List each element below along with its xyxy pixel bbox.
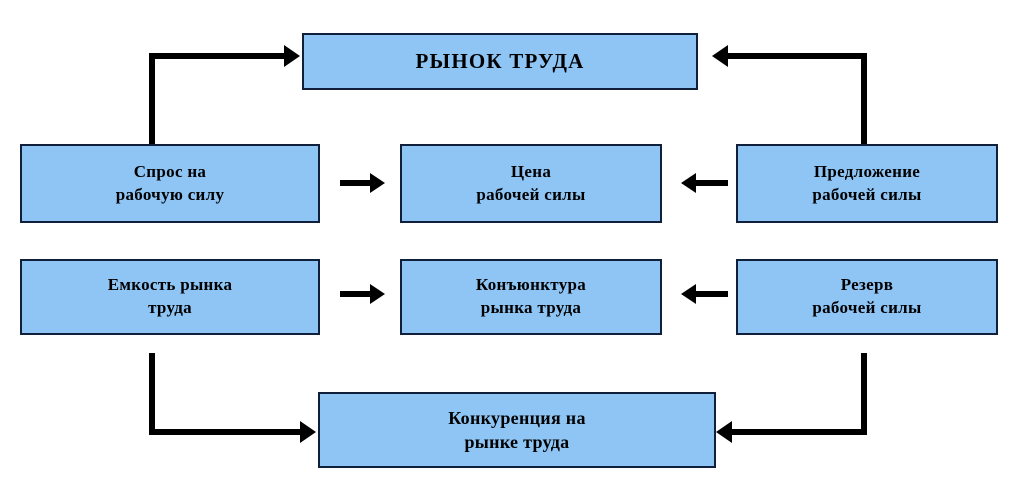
node-label: Конкуренция на рынке труда (448, 407, 586, 452)
connector-reserve-to-conjuncture-line (696, 291, 728, 297)
arrowhead-demand-to-price (370, 173, 385, 193)
connector-reserve-to-competition-horizontal (731, 429, 867, 435)
node-labor-market-competition: Конкуренция на рынке труда (318, 392, 716, 468)
connector-capacity-to-competition-horizontal (149, 429, 304, 435)
connector-reserve-to-competition-vertical (861, 353, 867, 435)
connector-supply-to-market-horizontal (728, 53, 867, 59)
arrowhead-supply-to-market (712, 45, 728, 67)
connector-capacity-to-conjuncture-line (340, 291, 372, 297)
node-labor-demand: Спрос на рабочую силу (20, 144, 320, 223)
node-label: РЫНОК ТРУДА (415, 49, 585, 74)
connector-supply-to-price-line (696, 180, 728, 186)
arrowhead-reserve-to-conjuncture (681, 284, 696, 304)
node-label: Цена рабочей силы (476, 161, 586, 204)
arrowhead-capacity-to-conjuncture (370, 284, 385, 304)
arrowhead-demand-to-market (284, 45, 300, 67)
arrowhead-reserve-to-competition (716, 421, 732, 443)
arrowhead-capacity-to-competition (300, 421, 316, 443)
node-label: Резерв рабочей силы (812, 275, 922, 317)
arrowhead-supply-to-price (681, 173, 696, 193)
connector-supply-to-market-vertical (861, 53, 867, 145)
node-label: Конъюнктура рынка труда (475, 275, 587, 317)
node-label: Емкость рынка труда (107, 275, 233, 317)
connector-capacity-to-competition-vertical (149, 353, 155, 435)
node-labor-reserve: Резерв рабочей силы (736, 259, 998, 335)
node-market-conjuncture: Конъюнктура рынка труда (400, 259, 662, 335)
node-labor-market: РЫНОК ТРУДА (302, 33, 698, 90)
connector-demand-to-market-vertical (149, 53, 155, 145)
node-label: Спрос на рабочую силу (115, 161, 225, 204)
connector-demand-to-price-line (340, 180, 372, 186)
connector-demand-to-market-horizontal (149, 53, 288, 59)
node-labor-supply: Предложение рабочей силы (736, 144, 998, 223)
node-labor-price: Цена рабочей силы (400, 144, 662, 223)
node-market-capacity: Емкость рынка труда (20, 259, 320, 335)
node-label: Предложение рабочей силы (812, 161, 922, 204)
